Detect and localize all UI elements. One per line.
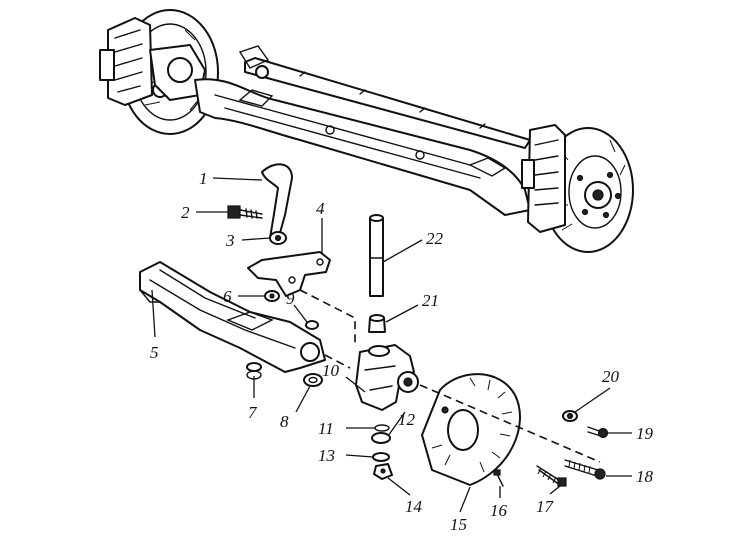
part-13-ring [372,452,390,462]
assembly-line-bracket [299,289,356,345]
callout-2: 2 [181,203,190,222]
callout-14: 14 [405,497,423,516]
callout-19: 19 [636,424,654,443]
callout-15: 15 [450,515,467,534]
callout-6: 6 [223,287,232,306]
callout-18: 18 [636,467,654,486]
axle-assembly [99,9,634,253]
part-7-bushing [246,362,262,380]
part-3-nut [269,231,287,245]
callout-22: 22 [426,229,444,248]
part-4-bracket [247,251,331,297]
part-20-nut [562,410,578,422]
callout-7: 7 [248,403,258,422]
callout-21: 21 [422,291,439,310]
callout-8: 8 [280,412,289,431]
part-15-splash-shield [421,373,521,486]
part-8-bushing [303,373,323,387]
callout-5: 5 [150,343,159,362]
part-10-knuckle [355,344,419,411]
leader-lines [151,177,632,513]
callout-10: 10 [322,361,340,380]
callout-20: 20 [602,367,620,386]
part-14-nut [373,463,393,480]
callout-13: 13 [318,446,335,465]
part-6-nut [264,290,280,302]
callout-1: 1 [199,169,208,188]
tie-rod [244,57,531,149]
part-16-screw [493,469,504,487]
part-21-bushing [368,314,386,333]
part-12-spacer [371,432,391,444]
part-18-bolt [564,459,606,480]
right-caliper [521,124,566,233]
callout-4: 4 [316,199,325,218]
part-1-steering-arm [261,163,293,241]
callout-9: 9 [286,289,295,308]
part-9-washer [305,320,319,330]
assembly-line-subframe [324,354,351,369]
callout-3: 3 [225,231,235,250]
part-2-bolt [227,205,263,219]
assembly-line-hub [419,384,601,463]
callout-17: 17 [536,497,555,516]
callout-labels: 1 2 3 4 5 6 7 8 9 10 11 12 13 14 15 16 1… [150,169,654,534]
part-11-washer [374,424,390,432]
callout-16: 16 [490,501,508,520]
callout-12: 12 [398,410,416,429]
part-5-subframe [139,261,326,373]
part-17-bolt [536,465,567,487]
part-19-bolt [587,426,609,439]
part-22-kingpin [369,214,384,297]
callout-11: 11 [318,419,334,438]
